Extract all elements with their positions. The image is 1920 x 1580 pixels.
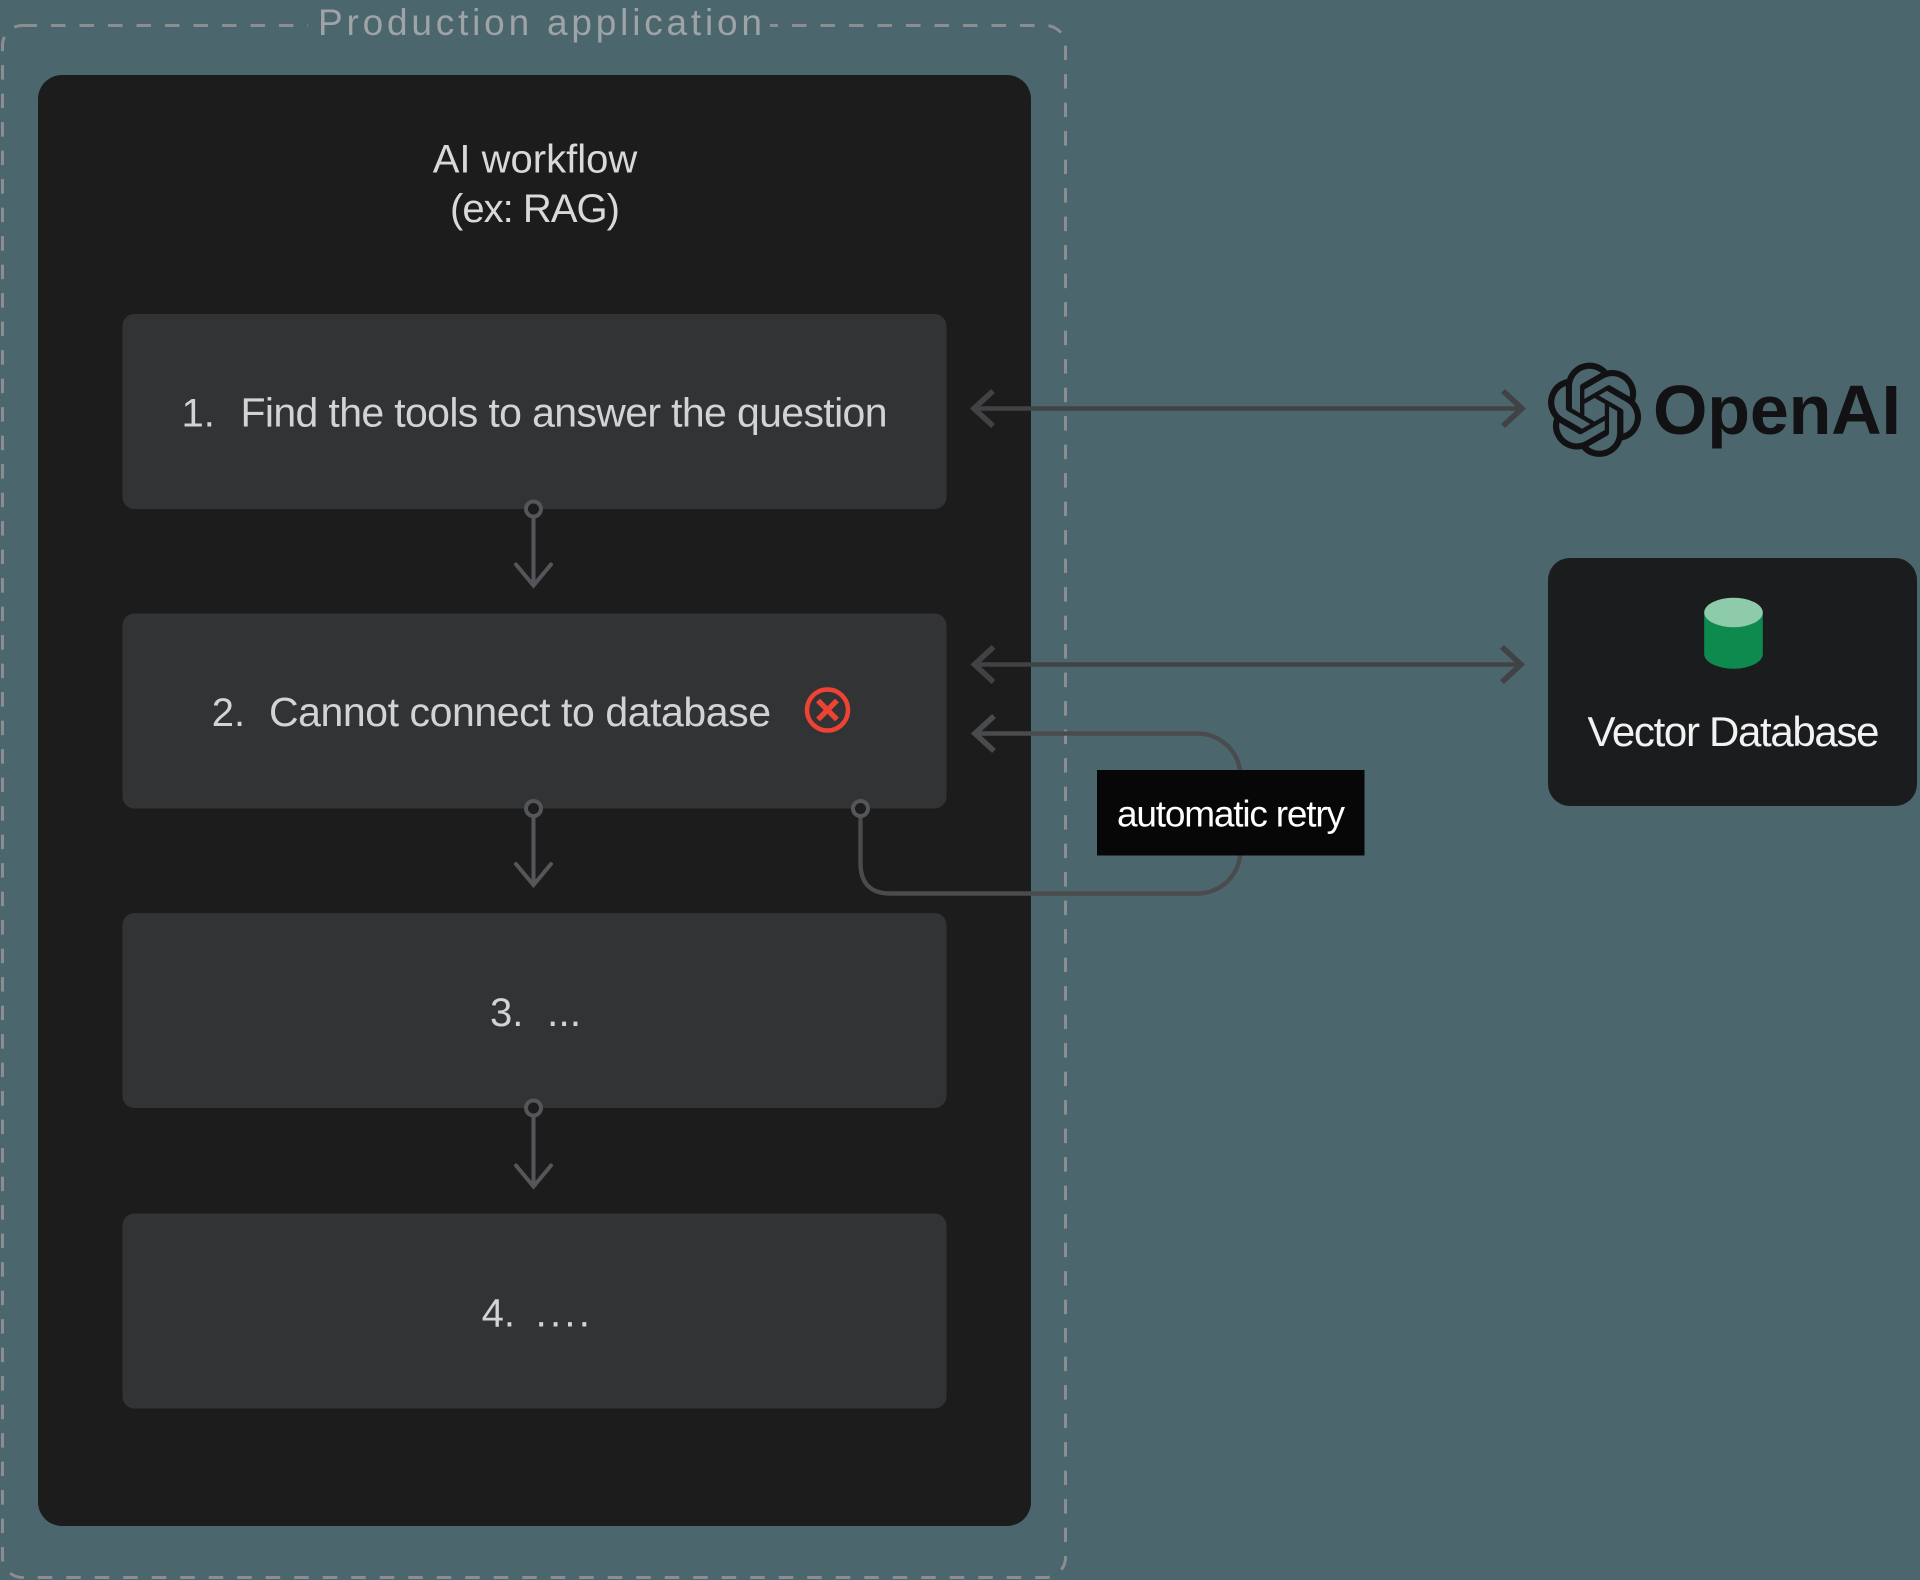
svg-text:automatic retry: automatic retry (1117, 794, 1346, 835)
svg-text:4.: 4. (482, 1292, 515, 1336)
svg-text:2.: 2. (212, 691, 245, 735)
svg-text:AI workflow: AI workflow (433, 138, 638, 182)
svg-text:Find the tools to answer the q: Find the tools to answer the question (241, 390, 888, 436)
svg-text:Vector Database: Vector Database (1588, 708, 1880, 755)
svg-text:OpenAI: OpenAI (1653, 371, 1901, 449)
svg-text:....: .... (536, 1290, 594, 1336)
svg-text:(ex: RAG): (ex: RAG) (450, 187, 620, 231)
svg-text:Cannot connect to database: Cannot connect to database (269, 689, 771, 735)
svg-text:...: ... (547, 989, 581, 1035)
svg-text:1.: 1. (182, 392, 215, 436)
svg-text:3.: 3. (490, 991, 523, 1035)
